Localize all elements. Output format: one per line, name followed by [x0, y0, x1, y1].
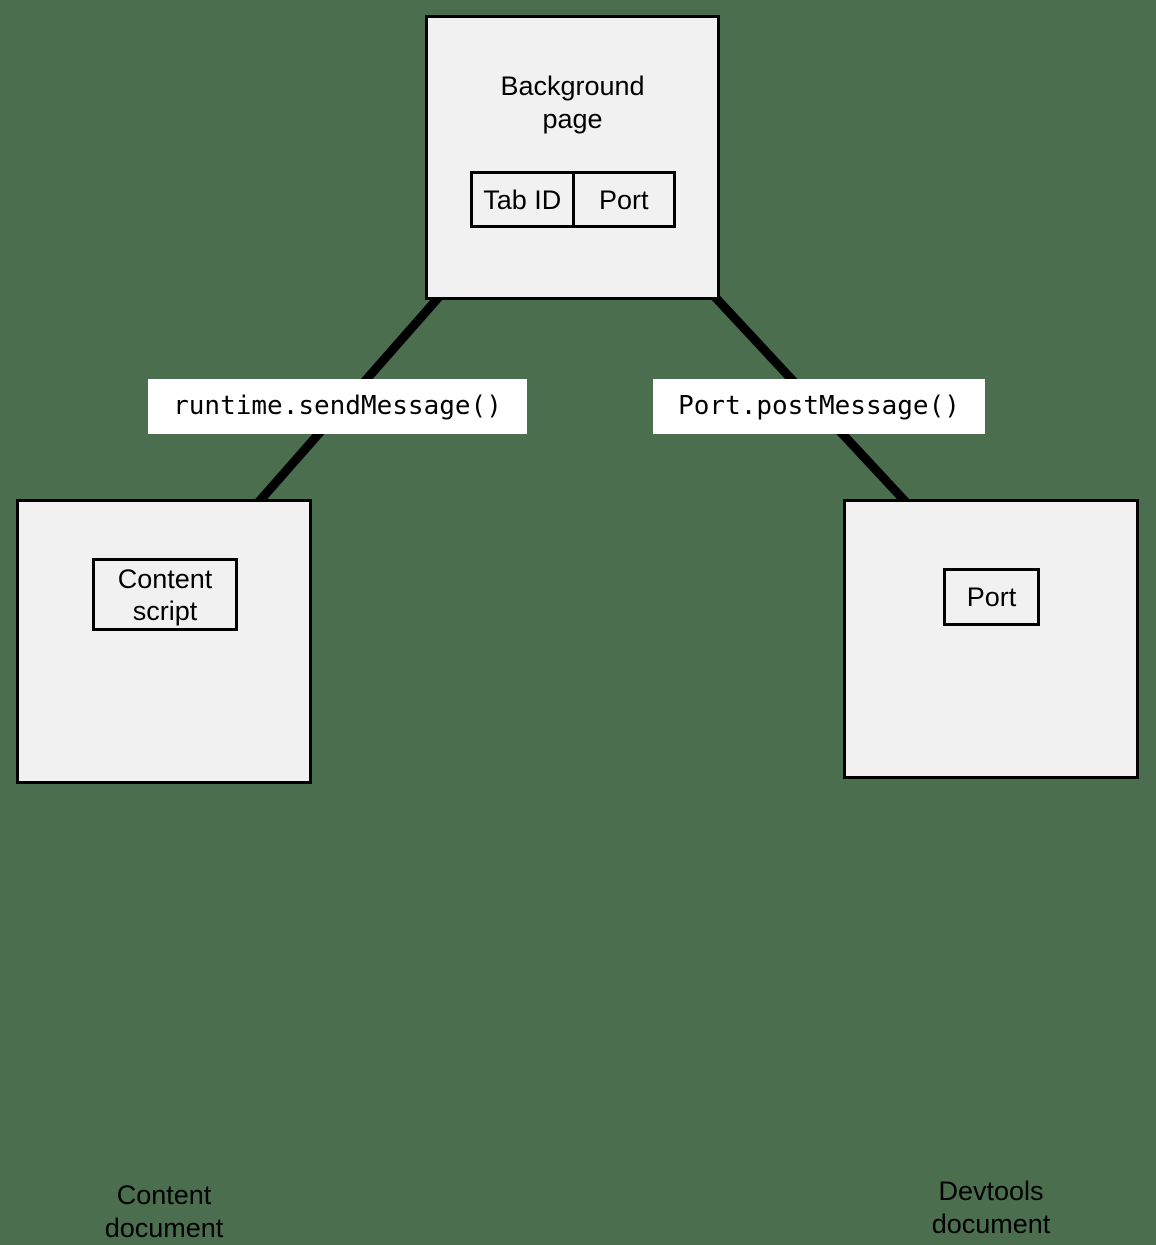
edge-label-runtime-sendmessage: runtime.sendMessage(): [148, 379, 527, 434]
content-script-label: Content script: [117, 563, 213, 626]
edge-label-port-postmessage: Port.postMessage(): [653, 379, 985, 434]
content-document-node: Content document: [16, 499, 312, 1243]
devtools-port-label: Port: [966, 582, 1017, 612]
devtools-document-title: Devtools document: [931, 1176, 1051, 1239]
devtools-document-node: Devtools document: [843, 499, 1139, 1239]
table-cell-port: Port: [571, 174, 674, 225]
tab-id-port-table: Tab ID Port: [470, 171, 676, 228]
table-cell-tab-id: Tab ID: [473, 174, 572, 225]
content-script-box: Content script: [92, 558, 238, 631]
table-cell-tab-id-label: Tab ID: [483, 184, 562, 215]
content-document-title: Content document: [104, 1180, 224, 1243]
diagram-canvas: Tab ID cell --> Port cell --> Background…: [16, 15, 1139, 1243]
devtools-port-box: Port: [943, 568, 1040, 626]
table-cell-port-label: Port: [598, 184, 649, 215]
background-page-title: Background page: [500, 71, 645, 134]
background-page-node: Background page: [425, 15, 720, 300]
